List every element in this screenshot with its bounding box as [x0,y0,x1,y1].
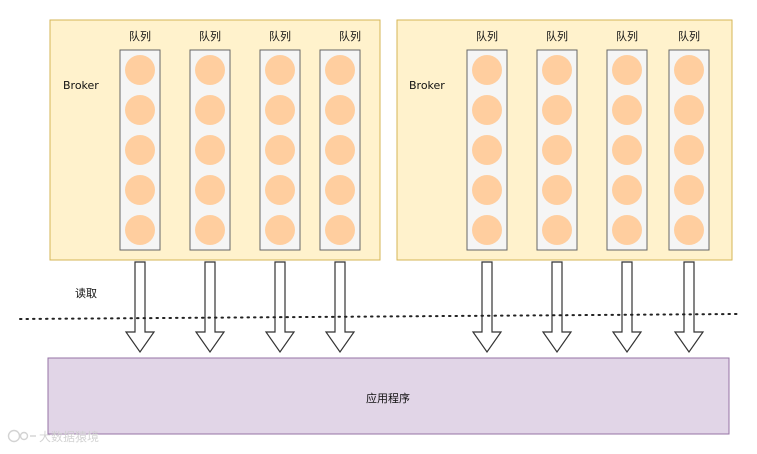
read-arrow [124,261,156,354]
message-circle [325,135,355,165]
watermark-logo-icon [7,429,36,443]
message-circle [265,95,295,125]
read-arrows [124,261,705,354]
read-label: 读取 [75,286,97,300]
message-circle [472,135,502,165]
broker-2-queues [466,49,710,251]
message-circle [612,95,642,125]
watermark-text: 大数据猿境 [39,429,99,444]
broker-1: Broker 队列 队列 队列 队列 [49,19,381,261]
queue [668,49,710,251]
broker-2-label: Broker [409,79,445,92]
application-label: 应用程序 [366,391,410,405]
read-arrow [194,261,226,354]
queue [536,49,578,251]
message-circle [265,55,295,85]
message-circle [612,215,642,245]
message-circle [472,55,502,85]
read-arrow [471,261,503,354]
message-circle [542,55,572,85]
queue [466,49,508,251]
application: 应用程序 [47,357,730,435]
message-circle [265,135,295,165]
queue-label: 队列 [616,29,638,43]
message-circle [674,135,704,165]
message-circle [674,95,704,125]
message-circle [325,175,355,205]
message-circle [542,215,572,245]
message-circle [325,55,355,85]
queue [189,49,231,251]
dotted-separator [19,313,738,320]
message-circle [125,175,155,205]
queue-label: 队列 [476,29,498,43]
message-circle [195,135,225,165]
queue [606,49,648,251]
read-arrow [541,261,573,354]
message-circle [125,215,155,245]
broker-2: Broker 队列 队列 队列 队列 [396,19,733,261]
message-circle [542,175,572,205]
message-circle [674,55,704,85]
queue [319,49,361,251]
queue-label: 队列 [129,29,151,43]
message-circle [325,95,355,125]
message-circle [195,215,225,245]
queue-label: 队列 [678,29,700,43]
message-circle [125,95,155,125]
message-circle [125,55,155,85]
read-arrow [673,261,705,354]
read-arrow [264,261,296,354]
queue [259,49,301,251]
message-circle [542,135,572,165]
message-circle [612,55,642,85]
message-circle [195,175,225,205]
broker-1-queues [119,49,361,251]
message-circle [325,215,355,245]
queue [119,49,161,251]
message-circle [612,135,642,165]
application-box [47,357,730,435]
message-circle [472,175,502,205]
message-circle [265,215,295,245]
queue-label: 队列 [199,29,221,43]
message-circle [674,215,704,245]
queue-label: 队列 [339,29,361,43]
queue-label: 队列 [269,29,291,43]
message-circle [265,175,295,205]
message-circle [542,95,572,125]
message-circle [195,55,225,85]
message-circle [195,95,225,125]
read-arrow [611,261,643,354]
read-arrow [324,261,356,354]
broker-2-queue-labels: 队列 队列 队列 队列 [476,29,700,43]
queue-label: 队列 [546,29,568,43]
message-circle [472,215,502,245]
broker-1-queue-labels: 队列 队列 队列 队列 [129,29,361,43]
watermark: 大数据猿境 [7,429,99,444]
broker-1-label: Broker [63,79,99,92]
message-circle [125,135,155,165]
message-circle [472,95,502,125]
message-circle [674,175,704,205]
message-circle [612,175,642,205]
